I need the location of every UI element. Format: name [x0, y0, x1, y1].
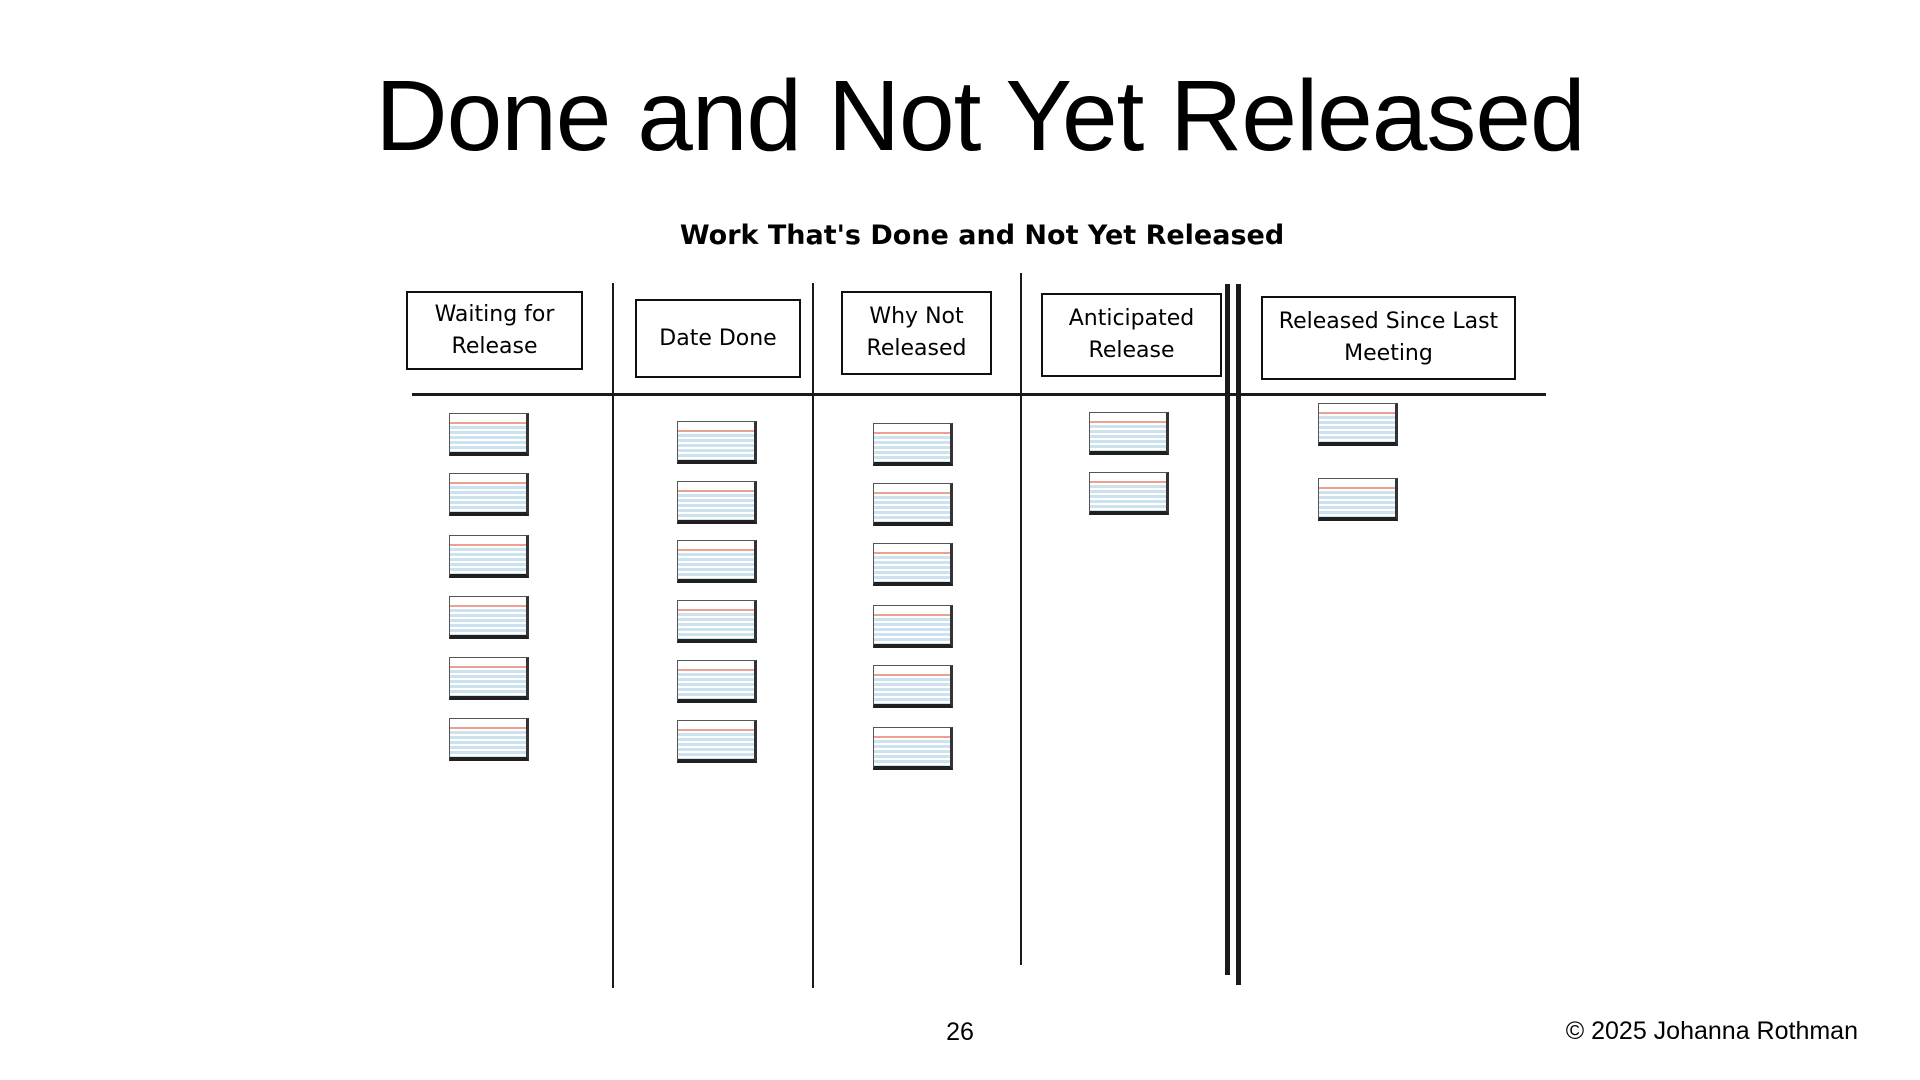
column-header-label: Released Since Last Meeting — [1278, 309, 1499, 366]
index-card-icon — [449, 657, 529, 700]
index-card-icon — [449, 473, 529, 516]
column-header-released-since-last-meeting: Released Since Last Meeting — [1261, 296, 1516, 380]
column-divider-line — [812, 283, 814, 988]
column-header-anticipated-release: Anticipated Release — [1041, 293, 1222, 377]
index-card-icon — [449, 596, 529, 639]
column-divider-line — [612, 283, 614, 988]
column-header-label: Date Done — [659, 325, 777, 351]
index-card-icon — [677, 421, 757, 464]
index-card-icon — [677, 481, 757, 524]
column-header-why-not-released: Why Not Released — [841, 291, 992, 375]
index-card-icon — [449, 535, 529, 578]
column-header-label: Why Not Released — [866, 304, 967, 361]
index-card-icon — [1318, 403, 1398, 446]
index-card-icon — [1089, 412, 1169, 455]
slide-title: Done and Not Yet Released — [375, 60, 1585, 172]
copyright: © 2025 Johanna Rothman — [1565, 1017, 1858, 1045]
column-header-label: Anticipated Release — [1068, 306, 1195, 363]
column-header-date-done: Date Done — [635, 299, 801, 378]
index-card-icon — [677, 600, 757, 643]
index-card-icon — [873, 543, 953, 586]
index-card-icon — [449, 413, 529, 456]
index-card-icon — [677, 720, 757, 763]
column-divider-line — [1020, 273, 1022, 965]
index-card-icon — [873, 665, 953, 708]
index-card-icon — [873, 727, 953, 770]
release-boundary-double-line — [1236, 284, 1241, 985]
page-number: 26 — [946, 1018, 974, 1046]
column-header-label: Waiting for Release — [434, 301, 555, 359]
index-card-icon — [1089, 472, 1169, 515]
index-card-icon — [449, 718, 529, 761]
index-card-icon — [1318, 478, 1398, 521]
index-card-icon — [873, 483, 953, 526]
release-boundary-double-line — [1225, 284, 1230, 975]
board-header-baseline — [412, 393, 1546, 396]
column-header-waiting-for-release: Waiting for Release — [406, 291, 583, 370]
index-card-icon — [677, 660, 757, 703]
index-card-icon — [677, 540, 757, 583]
index-card-icon — [873, 423, 953, 466]
diagram-title: Work That's Done and Not Yet Released — [679, 220, 1285, 251]
index-card-icon — [873, 605, 953, 648]
